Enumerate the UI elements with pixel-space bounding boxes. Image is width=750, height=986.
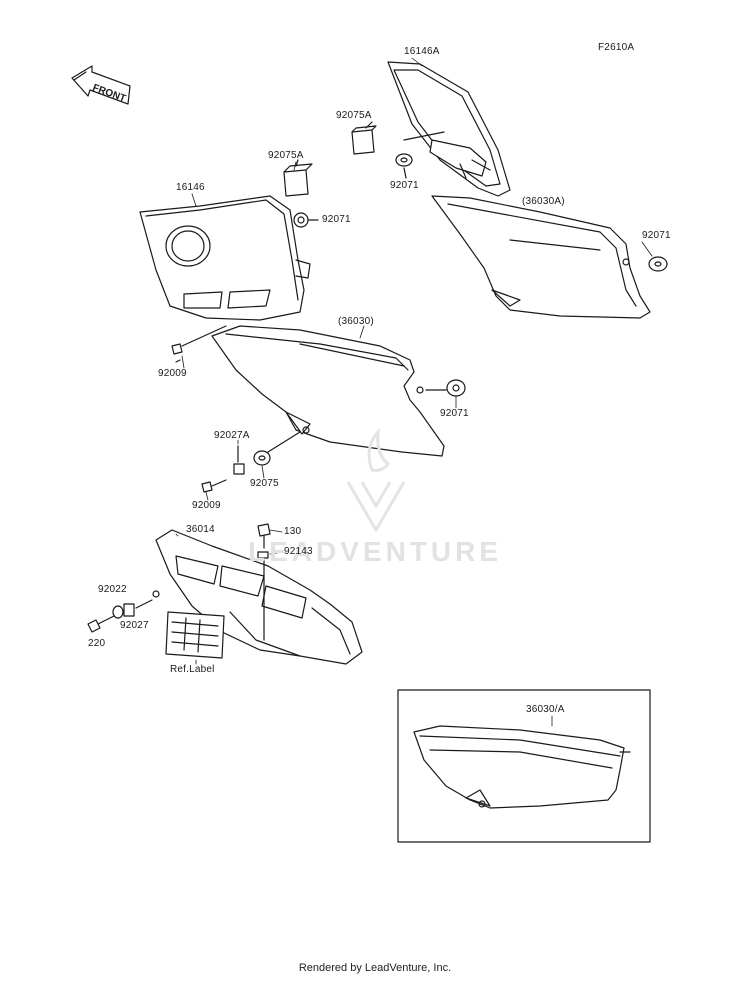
label-220: 220 <box>88 638 106 649</box>
label-16146: 16146 <box>176 182 205 193</box>
part-92075A-drawing <box>283 159 313 197</box>
part-36030A-drawing <box>431 195 651 319</box>
label-92075: 92075 <box>250 478 279 489</box>
part-92071-a-drawing <box>395 153 413 179</box>
part-92071-c-drawing <box>293 212 319 228</box>
label-ref-label: Ref.Label <box>170 664 215 675</box>
figure-code: F2610A <box>598 42 635 53</box>
part-92071-b-drawing <box>648 256 668 272</box>
part-92009-b-drawing <box>201 479 227 493</box>
watermark-text: LEADVENTURE <box>248 536 503 567</box>
label-92009-a: 92009 <box>158 368 187 379</box>
part-92075A-top-drawing <box>351 121 377 155</box>
label-92071-d: 92071 <box>440 408 469 419</box>
part-36030-drawing <box>211 325 445 457</box>
part-92009-a-drawing <box>171 325 227 363</box>
inset-box <box>397 689 651 843</box>
label-92027: 92027 <box>120 620 149 631</box>
part-92027A-drawing <box>233 445 245 475</box>
label-92075A: 92075A <box>268 150 304 161</box>
label-92143: 92143 <box>284 546 313 557</box>
label-92075A-top: 92075A <box>336 110 372 121</box>
label-36014: 36014 <box>186 524 215 535</box>
part-92143-drawing <box>257 551 269 641</box>
part-92027-drawing <box>123 599 153 617</box>
label-92071-c: 92071 <box>322 214 351 225</box>
label-92071-a: 92071 <box>390 180 419 191</box>
footer-credit: Rendered by LeadVenture, Inc. <box>298 962 452 974</box>
part-92075-drawing <box>253 431 301 466</box>
part-220-drawing <box>87 615 115 633</box>
part-16146A-drawing <box>387 61 511 197</box>
part-130-drawing <box>257 523 271 549</box>
watermark-logo <box>346 427 406 533</box>
front-arrow-icon: FRONT <box>71 65 131 105</box>
label-92022: 92022 <box>98 584 127 595</box>
label-36030: (36030) <box>338 316 374 327</box>
ref-label-drawing <box>165 611 225 659</box>
label-16146A: 16146A <box>404 46 440 57</box>
label-36030A: (36030A) <box>522 196 565 207</box>
part-16146-drawing <box>139 195 311 321</box>
label-92071-b: 92071 <box>642 230 671 241</box>
label-130: 130 <box>284 526 302 537</box>
part-92071-d-drawing <box>425 379 466 397</box>
label-92009-b: 92009 <box>192 500 221 511</box>
label-92027A: 92027A <box>214 430 250 441</box>
part-92022-drawing <box>112 605 124 619</box>
label-36030-A-inset: 36030/A <box>526 704 565 715</box>
